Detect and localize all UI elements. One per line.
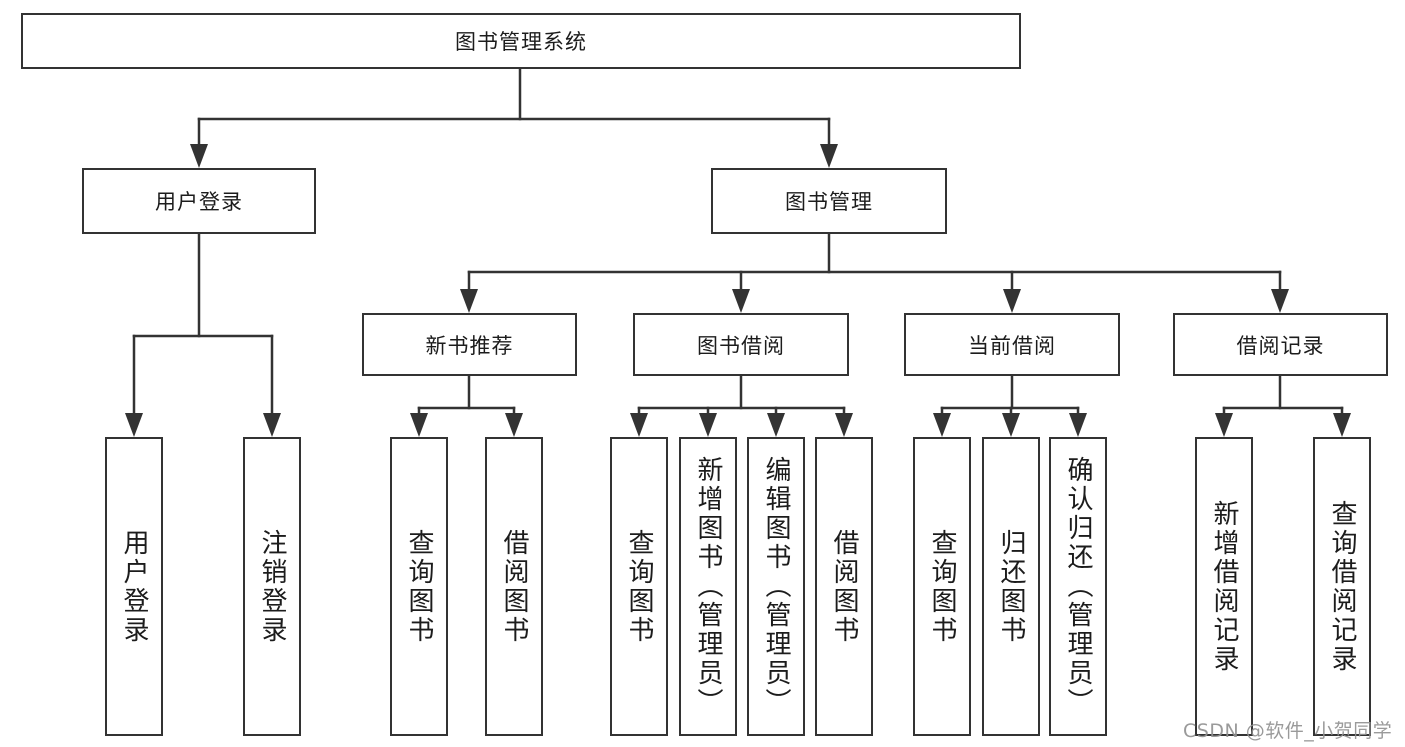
connector-new-book-recommend [417,374,516,419]
node-book-management: 图书管理 [711,168,947,234]
leaf-query-book-borrow: 查询图书 [610,437,668,736]
leaf-logout: 注销登录 [243,437,301,736]
leaf-user-login: 用户登录 [105,437,163,736]
leaf-return-book: 归还图书 [982,437,1040,736]
leaf-query-borrow-record: 查询借阅记录 [1313,437,1371,736]
csdn-watermark: CSDN @软件_小贺同学 [1183,720,1393,742]
leaf-edit-book-admin: 编辑图书（管理员） [747,437,805,736]
node-borrow-record: 借阅记录 [1173,313,1388,376]
leaf-query-book-current: 查询图书 [913,437,971,736]
leaf-add-book-admin: 新增图书（管理员） [679,437,737,736]
node-book-borrow: 图书借阅 [633,313,849,376]
node-new-book-recommend: 新书推荐 [362,313,577,376]
connector-book-borrow [637,374,846,419]
leaf-confirm-return-admin: 确认归还（管理员） [1049,437,1107,736]
arrowheads [125,144,1351,437]
leaf-borrow-book: 借阅图书 [815,437,873,736]
node-current-borrow: 当前借阅 [904,313,1120,376]
leaf-add-borrow-record: 新增借阅记录 [1195,437,1253,736]
node-book-management-system: 图书管理系统 [21,13,1021,69]
connector-borrow-record [1222,374,1344,419]
connector-user-login [132,232,274,419]
connector-book-management [467,232,1282,295]
leaf-query-book-recommend: 查询图书 [390,437,448,736]
leaf-borrow-book-recommend: 借阅图书 [485,437,543,736]
node-user-login: 用户登录 [82,168,316,234]
connector-root [197,67,831,150]
connector-current-borrow [940,374,1080,419]
